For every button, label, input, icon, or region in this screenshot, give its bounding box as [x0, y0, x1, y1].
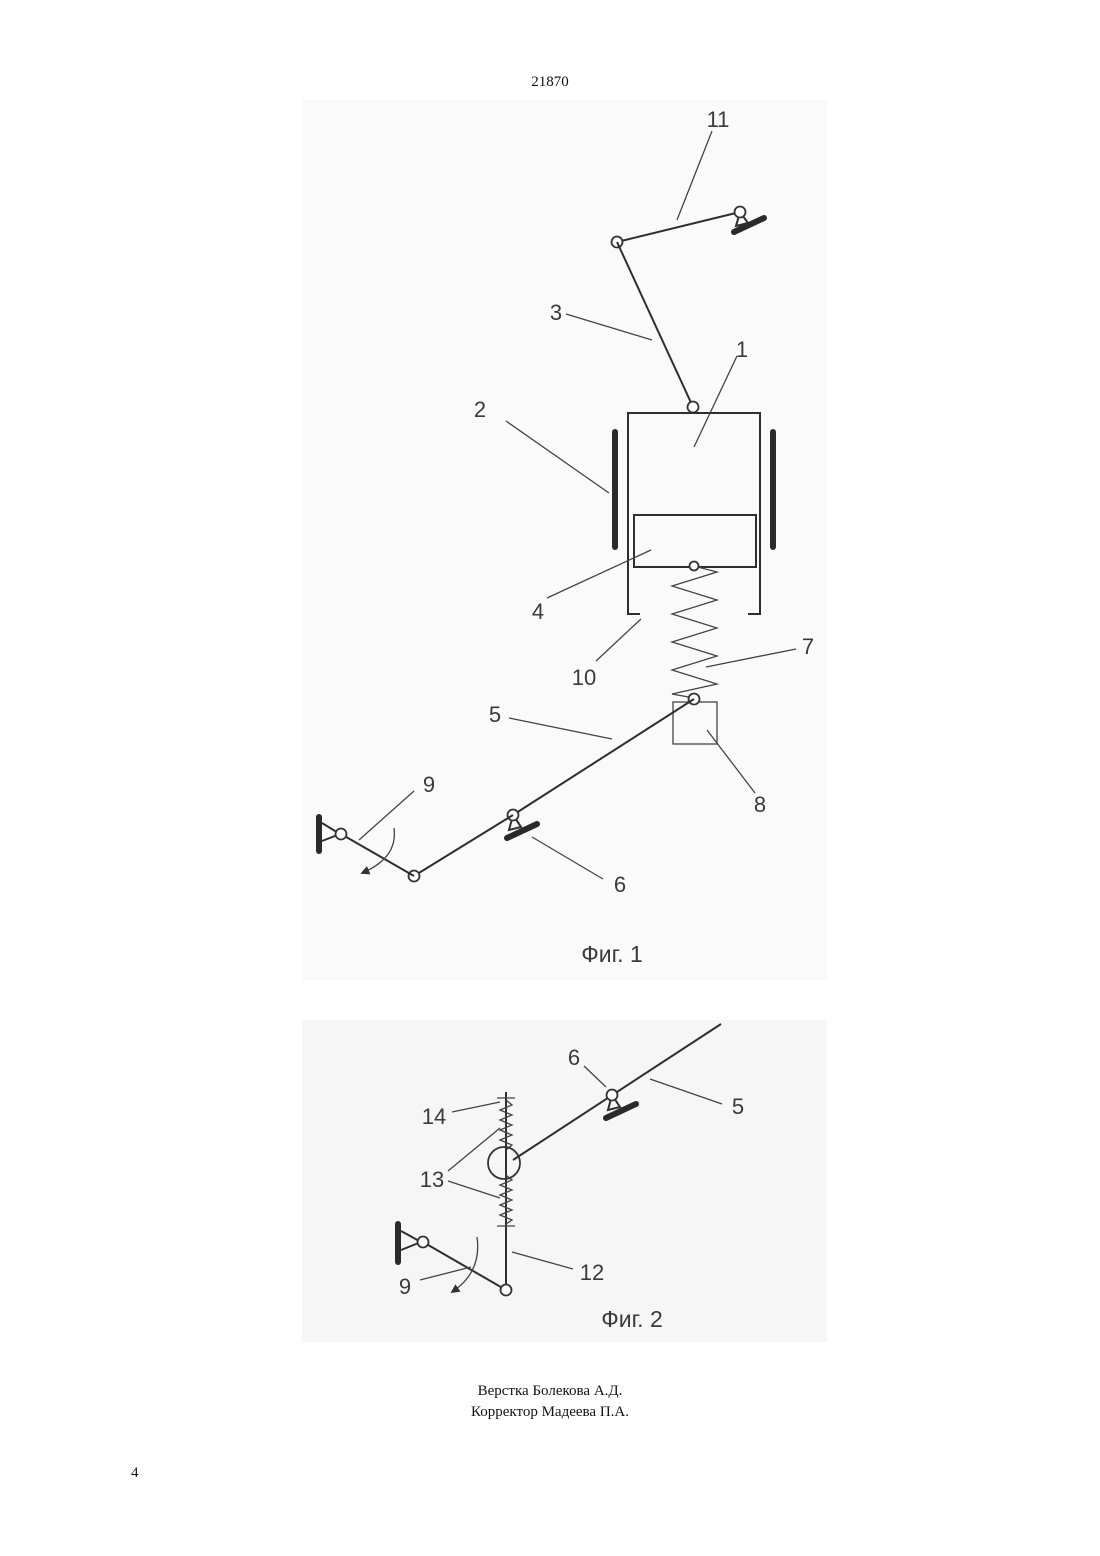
fig1-label-6: 6: [614, 872, 626, 897]
fig1-label-4: 4: [532, 599, 544, 624]
fig1-label-2: 2: [474, 397, 486, 422]
fig1-label-5: 5: [489, 702, 501, 727]
fig2-label-9: 9: [399, 1274, 411, 1299]
drawing-area: 11 3 1 2 4 10 7 5 8 9 6 Фиг. 1: [0, 100, 1100, 1350]
credits-block: Верстка Болекова А.Д. Корректор Мадеева …: [0, 1381, 1100, 1423]
fig2-label-5: 5: [732, 1094, 744, 1119]
pedal-pivot: [336, 829, 347, 840]
joint-spring-top: [690, 562, 699, 571]
page-number: 4: [131, 1465, 139, 1482]
joint-rod-bottom: [501, 1285, 512, 1296]
proofreader-credit: Корректор Мадеева П.А.: [0, 1402, 1100, 1423]
fig1-label-7: 7: [802, 634, 814, 659]
pedal-pivot-fig2: [418, 1237, 429, 1248]
fig1-label-10: 10: [572, 665, 596, 690]
fig2-label-6: 6: [568, 1045, 580, 1070]
joint-body-top: [688, 402, 699, 413]
fig2-label-13: 13: [420, 1167, 444, 1192]
fig1-label-9: 9: [423, 772, 435, 797]
joint-top-right: [735, 207, 746, 218]
pivot-6-fig2: [607, 1090, 618, 1101]
fig1-label-11: 11: [707, 107, 730, 132]
figure2-scan-background: [302, 1020, 827, 1342]
fig2-label-12: 12: [580, 1260, 604, 1285]
document-number: 21870: [0, 74, 1100, 91]
fig2-caption: Фиг. 2: [601, 1306, 663, 1332]
patent-drawing-svg: 11 3 1 2 4 10 7 5 8 9 6 Фиг. 1: [0, 100, 1100, 1350]
figure1-scan-background: [302, 100, 827, 980]
fig1-label-8: 8: [754, 792, 766, 817]
fig1-caption: Фиг. 1: [581, 941, 643, 967]
fig2-label-14: 14: [422, 1104, 446, 1129]
fig1-label-3: 3: [550, 300, 562, 325]
layout-credit: Верстка Болекова А.Д.: [0, 1381, 1100, 1402]
fig1-label-1: 1: [736, 337, 748, 362]
